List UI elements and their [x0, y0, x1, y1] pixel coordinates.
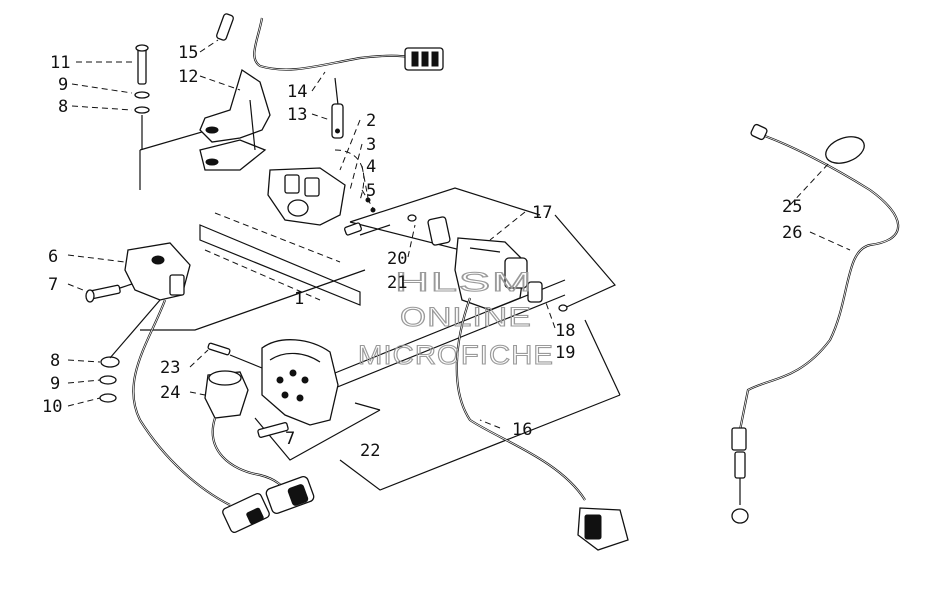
callout-2: 2 — [366, 111, 376, 131]
callout-12: 12 — [178, 67, 198, 87]
callout-22: 22 — [360, 441, 380, 461]
watermark: HLSM ONLINE MICROFICHE — [357, 266, 554, 370]
callout-9-bottom: 9 — [50, 374, 60, 394]
washers-lower — [99, 299, 161, 403]
watermark-line-3: MICROFICHE — [358, 340, 554, 370]
callout-3: 3 — [366, 135, 376, 155]
wire-harness-left — [132, 299, 270, 533]
callout-6: 6 — [48, 247, 58, 267]
callout-18: 18 — [555, 321, 575, 341]
callout-4: 4 — [366, 157, 376, 177]
callout-10: 10 — [42, 397, 62, 417]
callout-9-top: 9 — [58, 75, 68, 95]
wire-16 — [455, 297, 629, 551]
callout-15: 15 — [178, 43, 198, 63]
callout-7-bottom: 7 — [285, 429, 295, 449]
throttle-housing-22 — [257, 339, 339, 438]
watermark-line-2: ONLINE — [400, 302, 532, 332]
screw-23 — [207, 342, 263, 369]
callout-23: 23 — [160, 358, 180, 378]
callout-24: 24 — [160, 383, 180, 403]
bracket-12 — [199, 68, 271, 171]
callout-20: 20 — [387, 249, 407, 269]
callout-16: 16 — [512, 420, 532, 440]
bolt-11 — [134, 44, 150, 150]
callout-5: 5 — [366, 181, 376, 201]
assembly-outlines — [139, 117, 621, 491]
clip-13 — [331, 77, 344, 139]
callout-11: 11 — [50, 53, 70, 73]
callout-7-left: 7 — [48, 275, 58, 295]
callout-13: 13 — [287, 105, 307, 125]
callout-14: 14 — [287, 82, 307, 102]
callout-labels: 11 9 8 15 12 14 13 2 3 4 5 6 7 1 17 20 2… — [42, 43, 802, 461]
leader-lines — [67, 39, 851, 429]
callout-25: 25 — [782, 197, 802, 217]
watermark-line-1: HLSM — [395, 267, 533, 297]
switch-housing-2 — [267, 149, 365, 226]
callout-21: 21 — [387, 273, 407, 293]
throttle-cable — [731, 123, 900, 524]
wire-14 — [216, 13, 444, 71]
callout-8-top: 8 — [58, 97, 68, 117]
callout-19: 19 — [555, 343, 575, 363]
callout-26: 26 — [782, 223, 802, 243]
callout-1: 1 — [294, 289, 304, 309]
callout-8-bottom: 8 — [50, 351, 60, 371]
housing-6 — [85, 242, 191, 303]
grip-24 — [204, 370, 315, 514]
callout-17: 17 — [532, 203, 552, 223]
switch-block-17 — [407, 214, 568, 312]
